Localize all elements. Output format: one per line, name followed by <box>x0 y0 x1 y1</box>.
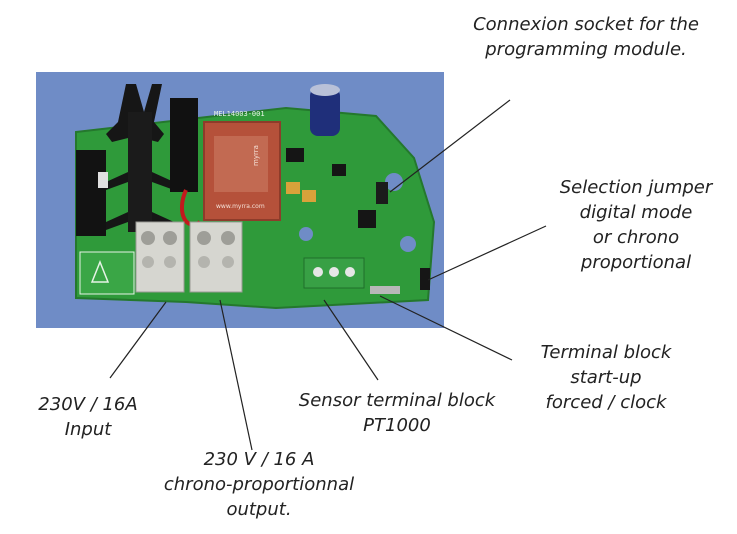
ic-chip <box>286 148 304 162</box>
label-line: Input <box>64 419 112 440</box>
transformer-marking: www.myrra.com <box>216 203 265 210</box>
board-marking: MEL14003-001 <box>214 110 265 118</box>
transformer-brand: myrra <box>252 145 260 166</box>
capacitor <box>310 88 340 136</box>
yellow-component <box>302 190 316 202</box>
label-line: Connexion socket for the <box>473 14 699 35</box>
pcb-photo: myrra www.myrra.com MEL14003-001 <box>36 72 444 328</box>
warning-area <box>79 251 135 295</box>
label-line: chrono-proportionnal <box>163 474 355 495</box>
left-connector-clip <box>98 172 108 188</box>
heatsink-fins <box>106 172 174 230</box>
label-sensor-terminal: Sensor terminal block PT1000 <box>282 388 512 438</box>
label-line: Terminal block <box>540 342 672 363</box>
terminal-screw <box>141 231 155 245</box>
terminal-screw <box>164 256 176 268</box>
capacitor-top <box>310 84 340 96</box>
mounting-hole <box>299 227 313 241</box>
terminal-screw <box>313 267 323 277</box>
label-line: proportional <box>580 252 692 273</box>
label-line: PT1000 <box>363 415 431 436</box>
label-input: 230V / 16A Input <box>18 392 158 442</box>
label-output: 230 V / 16 A chrono-proportionnal output… <box>148 447 370 522</box>
label-line: Sensor terminal block <box>298 390 496 411</box>
terminal-screw <box>198 256 210 268</box>
label-line: Selection jumper <box>559 177 713 198</box>
terminal-screw <box>345 267 355 277</box>
ic-chip <box>358 210 376 228</box>
transformer-label <box>214 136 268 192</box>
terminal-screw <box>197 231 211 245</box>
label-line: output. <box>226 499 292 520</box>
terminal-screw <box>221 231 235 245</box>
output-terminal-block <box>189 221 243 293</box>
label-line: 230 V / 16 A <box>203 449 315 470</box>
ic-chip <box>332 164 346 176</box>
terminal-screw <box>163 231 177 245</box>
programming-socket <box>376 182 388 204</box>
terminal-screw <box>222 256 234 268</box>
leader-line-jumper <box>427 225 547 281</box>
selection-jumper <box>420 268 430 290</box>
heatsink-body <box>128 112 152 232</box>
left-connector <box>76 150 106 236</box>
mounting-hole <box>400 236 416 252</box>
label-line: forced / clock <box>545 392 667 413</box>
label-selection-jumper: Selection jumper digital mode or chrono … <box>540 175 732 275</box>
label-line: 230V / 16A <box>38 394 138 415</box>
startup-terminal-block <box>370 286 400 294</box>
yellow-component <box>286 182 300 194</box>
label-line: start-up <box>570 367 642 388</box>
label-line: programming module. <box>485 39 687 60</box>
label-line: or chrono <box>592 227 680 248</box>
label-startup-terminal: Terminal block start-up forced / clock <box>512 340 700 415</box>
terminal-screw <box>142 256 154 268</box>
relay-block <box>170 98 198 192</box>
label-programming-socket: Connexion socket for the programming mod… <box>455 12 717 62</box>
input-terminal-block <box>135 221 185 293</box>
terminal-screw <box>329 267 339 277</box>
label-line: digital mode <box>579 202 693 223</box>
warning-icon <box>90 259 110 283</box>
